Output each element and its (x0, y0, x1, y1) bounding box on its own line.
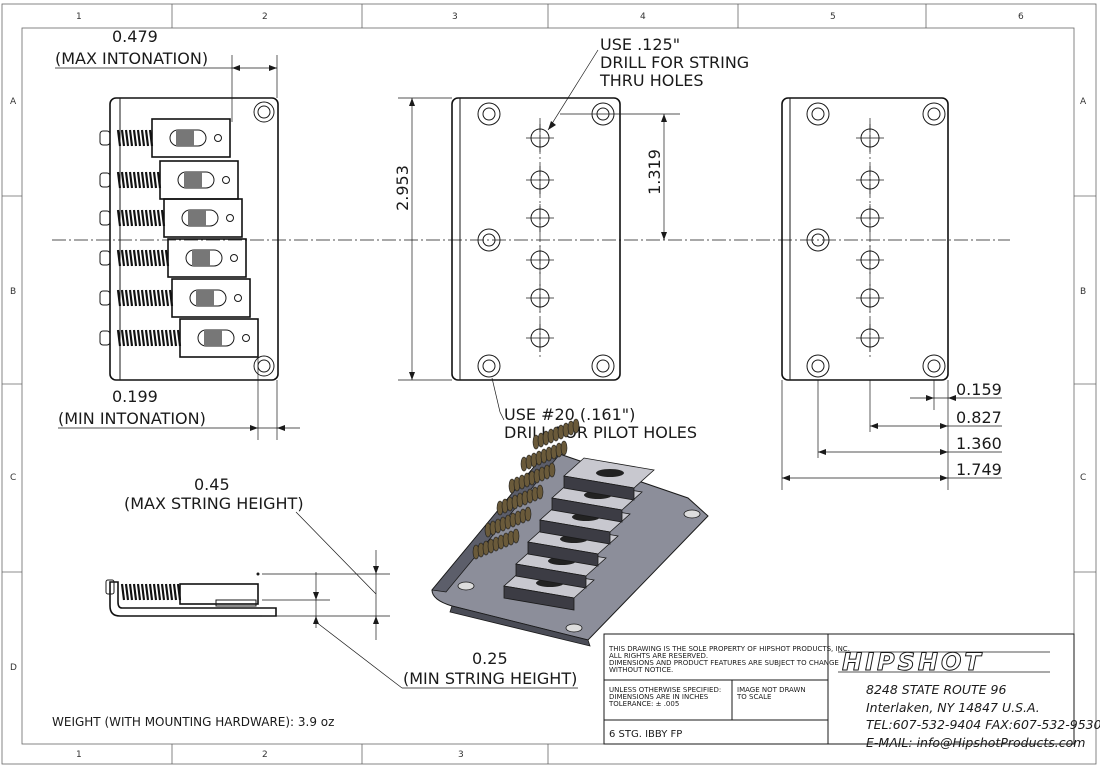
dimension-1360: 1.360 (956, 434, 1002, 453)
grid-labels: 1 2 3 4 5 6 1 2 3 A B C D A B C (10, 12, 1087, 760)
column-label: 2 (262, 12, 268, 22)
row-label: C (10, 473, 16, 483)
column-label: 5 (830, 12, 836, 22)
mounting-holes (806, 102, 946, 378)
string-holes-note-line1: USE .125" (600, 35, 680, 54)
saddle-group (99, 118, 259, 358)
property-notice-line3: DIMENSIONS AND PRODUCT FEATURES ARE SUBJ… (609, 659, 839, 667)
max-string-height-value: 0.45 (194, 475, 230, 494)
min-intonation-label: (MIN INTONATION) (58, 409, 206, 428)
min-intonation-dimension: 0.199 (MIN INTONATION) (58, 350, 300, 440)
string-thru-holes (856, 118, 884, 360)
max-intonation-value: 0.479 (112, 27, 158, 46)
property-notice-line4: WITHOUT NOTICE. (609, 666, 673, 674)
pilot-holes-note-line1: USE #20 (.161") (504, 405, 635, 424)
saddle (99, 160, 239, 200)
saddle (508, 462, 631, 545)
baseplate-view: 2.953 1.319 USE .125" DRILL FOR STRING T… (393, 35, 749, 442)
tolerance-text: TOLERANCE: ± .005 (608, 700, 679, 708)
column-label: 3 (458, 750, 464, 760)
column-label: 2 (262, 750, 268, 760)
saddle (99, 318, 259, 358)
row-label: B (10, 287, 16, 297)
logo-text: HIPSHOT (842, 648, 984, 676)
dimension-1749: 1.749 (956, 460, 1002, 479)
row-label: A (1080, 97, 1087, 107)
property-notice-line1: THIS DRAWING IS THE SOLE PROPERTY OF HIP… (608, 645, 850, 653)
height-dimension-1319: 1.319 (645, 149, 664, 195)
max-string-height-label: (MAX STRING HEIGHT) (124, 494, 304, 513)
unless-specified-line2: DIMENSIONS ARE IN INCHES (609, 693, 709, 701)
address-city: Interlaken, NY 14847 U.S.A. (866, 700, 1040, 715)
string-holes-note-line2: DRILL FOR STRING (600, 53, 749, 72)
row-label: D (10, 663, 17, 673)
bridge-isometric-view (431, 418, 709, 647)
min-string-height-value: 0.25 (472, 649, 508, 668)
saddle (99, 118, 231, 158)
property-notice-line2: ALL RIGHTS ARE RESERVED. (609, 652, 708, 660)
min-intonation-value: 0.199 (112, 387, 158, 406)
max-intonation-label: (MAX INTONATION) (55, 49, 208, 68)
bridge-side-view: 0.45 (MAX STRING HEIGHT) 0.25 (MIN STRIN… (105, 475, 578, 689)
weight-note: WEIGHT (WITH MOUNTING HARDWARE): 3.9 oz (52, 715, 334, 729)
dimension-0159: 0.159 (956, 380, 1002, 399)
title-block: THIS DRAWING IS THE SOLE PROPERTY OF HIP… (603, 633, 1100, 750)
dimension-0827: 0.827 (956, 408, 1002, 427)
column-label: 6 (1018, 12, 1024, 22)
address-email: E-MAIL: info@HipshotProducts.com (866, 735, 1085, 750)
unless-specified-line1: UNLESS OTHERWISE SPECIFIED: (609, 686, 721, 694)
column-label: 1 (76, 12, 82, 22)
string-thru-holes (526, 118, 554, 360)
row-label: B (1080, 287, 1086, 297)
saddle (99, 278, 251, 318)
column-label: 3 (452, 12, 458, 22)
spring (120, 583, 182, 601)
max-intonation-dimension: 0.479 (MAX INTONATION) (55, 27, 278, 122)
saddle (99, 198, 243, 238)
image-not-to-scale-line1: IMAGE NOT DRAWN (737, 686, 806, 694)
baseplate-dimension-view: 0.159 0.827 1.360 1.749 (781, 97, 1002, 490)
saddle (99, 238, 247, 278)
part-name: 6 STG. IBBY FP (609, 729, 682, 740)
address-street: 8248 STATE ROUTE 96 (866, 682, 1006, 697)
row-label: A (10, 97, 17, 107)
bridge-top-view (99, 97, 279, 381)
min-string-height-label: (MIN STRING HEIGHT) (403, 669, 577, 688)
drawing-border (1, 3, 1097, 765)
saddle (532, 418, 655, 501)
image-not-to-scale-line2: TO SCALE (736, 693, 771, 701)
saddle-group (472, 418, 655, 611)
string-holes-note-line3: THRU HOLES (599, 71, 704, 90)
hipshot-logo: HIPSHOT (838, 648, 1050, 677)
height-dimension-2953: 2.953 (393, 165, 412, 211)
column-label: 4 (640, 12, 646, 22)
address-phone: TEL:607-532-9404 FAX:607-532-9530 (866, 717, 1100, 732)
row-label: C (1080, 473, 1086, 483)
column-label: 1 (76, 750, 82, 760)
